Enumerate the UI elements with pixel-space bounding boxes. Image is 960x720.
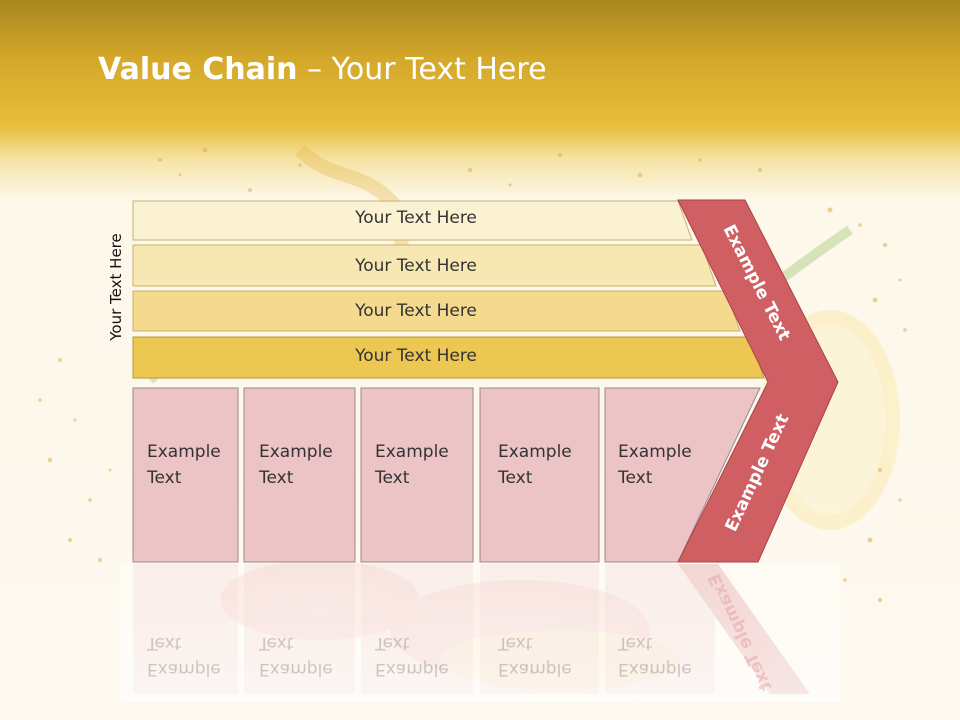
box-2-reflection: Example Text (259, 630, 333, 682)
box-4-line1: Example (498, 442, 572, 462)
box-2-line1: Example (259, 442, 333, 462)
bar-1-shape (132, 200, 693, 241)
box-1-line2: Text (147, 468, 182, 488)
box-4-shape (479, 387, 600, 563)
slide-title: Value Chain – Your Text Here (98, 52, 547, 87)
box-2-reflection-line1: Example (259, 659, 333, 679)
box-5-line1: Example (618, 442, 692, 462)
box-4-reflection: Example Text (498, 630, 572, 682)
bar-2-shape (132, 244, 717, 287)
box-1-shape (132, 387, 239, 563)
box-3-reflection: Example Text (375, 630, 449, 682)
box-5-reflection-line1: Example (618, 659, 692, 679)
box-2-shape (243, 387, 356, 563)
bar-1-label: Your Text Here (355, 208, 477, 228)
box-4-line2: Text (498, 468, 533, 488)
bar-3-label: Your Text Here (355, 301, 477, 321)
box-5-reflection: Example Text (618, 630, 692, 682)
box-4-reflection-line1: Example (498, 659, 572, 679)
box-1-reflection: Example Text (147, 630, 221, 682)
box-5-line2: Text (618, 468, 653, 488)
bar-4-shape (132, 336, 765, 379)
box-3-shape (360, 387, 474, 563)
chevron-arrow (677, 199, 839, 563)
box-1-reflection-line2: Text (147, 633, 182, 653)
box-3-reflection-line2: Text (375, 633, 410, 653)
box-1-reflection-line1: Example (147, 659, 221, 679)
box-1-line1: Example (147, 442, 221, 462)
title-rest: – Your Text Here (297, 52, 547, 87)
bar-4-label: Your Text Here (355, 346, 477, 366)
bar-2-label: Your Text Here (355, 256, 477, 276)
title-bold: Value Chain (98, 52, 298, 87)
box-2-line2: Text (259, 468, 294, 488)
box-3-line1: Example (375, 442, 449, 462)
box-5-reflection-line2: Text (618, 633, 653, 653)
box-3-line2: Text (375, 468, 410, 488)
box-3-reflection-line1: Example (375, 659, 449, 679)
box-2-reflection-line2: Text (259, 633, 294, 653)
box-4-reflection-line2: Text (498, 633, 533, 653)
bar-3-shape (132, 290, 741, 332)
